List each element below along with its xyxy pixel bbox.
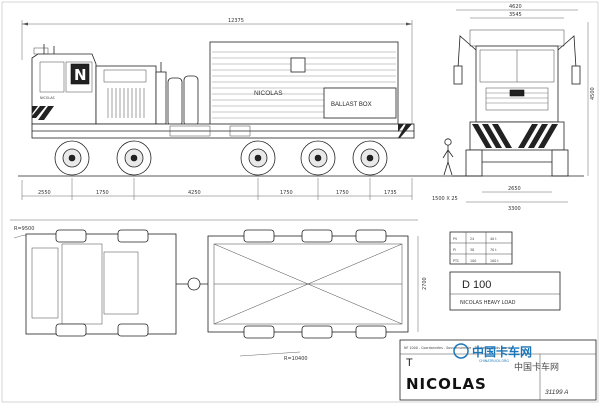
dim-front-width-top: 4620 (509, 4, 522, 10)
weight-row-3-key: PTC (453, 259, 460, 263)
dim-seg-3: 4250 (188, 190, 201, 196)
model-subtitle: NICOLAS HEAVY LOAD (460, 300, 516, 306)
chinatruck-watermark: 中国卡车网 CHINATRUCK.ORG 中国卡车网 (453, 343, 559, 373)
dim-track-width: 2650 (508, 186, 521, 192)
side-elevation-view: 12375 N NICOLAS (18, 18, 470, 202)
dim-seg-6: 1735 (384, 190, 397, 196)
cab-brand-text: NICOLAS (40, 96, 55, 100)
front-right-tire (551, 149, 569, 177)
wheel-4 (300, 140, 336, 176)
dim-seg-5: 1750 (336, 190, 349, 196)
dim-plan-width: 2700 (422, 277, 428, 290)
dim-overall-width: 3300 (508, 206, 521, 212)
air-filter (167, 77, 183, 127)
weight-row-2-key: Pl (453, 248, 456, 252)
dim-overall-length: 12375 (228, 18, 244, 24)
svg-text:100 t: 100 t (490, 259, 499, 263)
svg-text:38: 38 (470, 248, 474, 252)
dim-front-height: 4500 (590, 87, 596, 100)
wheel-2 (116, 140, 152, 176)
plan-cab (31, 247, 59, 319)
dim-seg-1: 2550 (38, 190, 51, 196)
cab-logo-plate (70, 63, 90, 85)
weight-table: PV 24 40 t Pl 38 70 t PTC 100 100 t (449, 231, 513, 265)
left-mirror (453, 65, 463, 85)
dim-turn-radius-2: R=10400 (284, 356, 308, 362)
model-box: D 100 NICOLAS HEAVY LOAD (449, 271, 561, 311)
svg-text:70 t: 70 t (490, 248, 497, 252)
exhaust-stack (155, 71, 167, 125)
weight-row-1-key: PV (453, 237, 458, 241)
svg-text:40 t: 40 t (490, 237, 497, 241)
ballast-box (209, 41, 399, 133)
wheel-3 (240, 140, 276, 176)
side-wheels (54, 140, 388, 176)
wheel-1 (54, 140, 90, 176)
dim-turn-radius: R=9500 (14, 226, 34, 232)
plan-tractor (25, 233, 177, 335)
dim-front-width-top2: 3545 (509, 12, 522, 18)
scale-human-figure (442, 138, 454, 176)
svg-text:100: 100 (470, 259, 476, 263)
watermark-site-en: CHINATRUCK.ORG (479, 359, 509, 363)
dim-rear-clearance: 1500 X 25 (432, 196, 458, 202)
front-left-tire (465, 149, 483, 177)
plan-trailer-tires (243, 229, 387, 339)
front-view: 4620 3545 4500 (452, 4, 596, 212)
fifth-wheel (187, 277, 201, 291)
dim-seg-4: 1750 (280, 190, 293, 196)
plan-tractor-tires (55, 229, 149, 337)
front-grille (485, 87, 549, 111)
watermark-site-cn: 中国卡车网 (472, 344, 532, 359)
svg-text:N: N (74, 66, 87, 84)
nicolas-logo: NICOLAS (406, 375, 487, 393)
engine-compartment (95, 65, 157, 125)
svg-text:24: 24 (470, 237, 474, 241)
watermark-logo-icon (453, 343, 469, 359)
dim-seg-2: 1750 (96, 190, 109, 196)
ballast-box-brand: NICOLAS (254, 90, 283, 97)
ballast-box-label: BALLAST BOX (331, 102, 372, 108)
cab-hazard-stripes (32, 106, 54, 120)
title-block-text: NF 1000 - Coordonnées - Sous-ensemble - … (404, 346, 509, 350)
right-mirror (571, 65, 581, 85)
title-block: NF 1000 - Coordonnées - Sous-ensemble - … (399, 339, 597, 401)
title-partial: T (406, 357, 413, 369)
wheel-5 (352, 140, 388, 176)
ballast-box-hatch (290, 57, 306, 73)
drawing-number: 31199 A (545, 389, 569, 396)
model-name: D 100 (462, 279, 491, 291)
watermark-account: 中国卡车网 (514, 361, 559, 373)
plan-view: R=9500 2700 (10, 219, 428, 362)
